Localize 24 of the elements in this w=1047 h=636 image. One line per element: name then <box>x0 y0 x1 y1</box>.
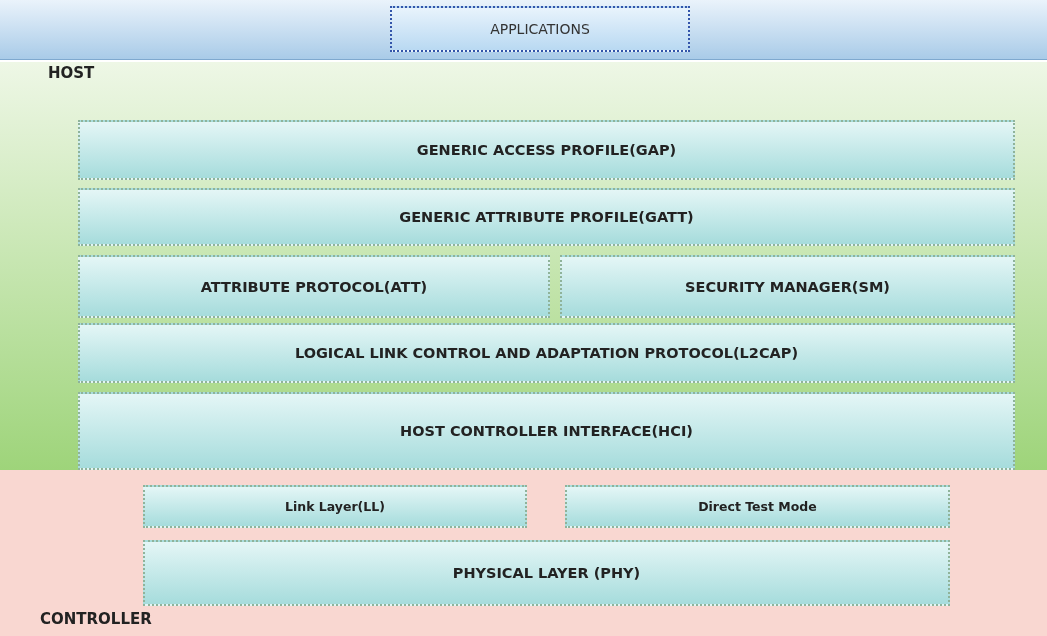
layer-box <box>78 255 550 318</box>
host-region <box>0 62 1047 470</box>
layer-box <box>143 485 527 528</box>
layer-box <box>565 485 950 528</box>
layer-label: Link Layer(LL) <box>285 499 385 514</box>
layer-label: HOST CONTROLLER INTERFACE(HCI) <box>400 423 693 439</box>
layer-label: GENERIC ACCESS PROFILE(GAP) <box>416 142 677 158</box>
layer-label: SECURITY MANAGER(SM) <box>685 278 890 295</box>
layer-box <box>78 392 1015 470</box>
layer-label: PHYSICAL LAYER (PHY) <box>452 565 641 581</box>
region-label: CONTROLLER <box>40 610 152 628</box>
layer-label: APPLICATIONS <box>490 21 590 37</box>
layer-label: GENERIC ATTRIBUTE PROFILE(GATT) <box>399 209 694 225</box>
controller-region <box>0 470 1047 636</box>
layer-box <box>560 255 1015 318</box>
layer-box <box>78 120 1015 180</box>
layer-label: LOGICAL LINK CONTROL AND ADAPTATION PROTOCOL(L2CAP) <box>294 345 799 361</box>
layer-box <box>78 323 1015 383</box>
region-label: HOST <box>48 64 95 82</box>
application-box <box>390 6 690 52</box>
layer-label: ATTRIBUTE PROTOCOL(ATT) <box>200 278 428 295</box>
layer-label: Direct Test Mode <box>698 499 817 514</box>
layer-box <box>78 188 1015 246</box>
layer-box <box>143 540 950 606</box>
